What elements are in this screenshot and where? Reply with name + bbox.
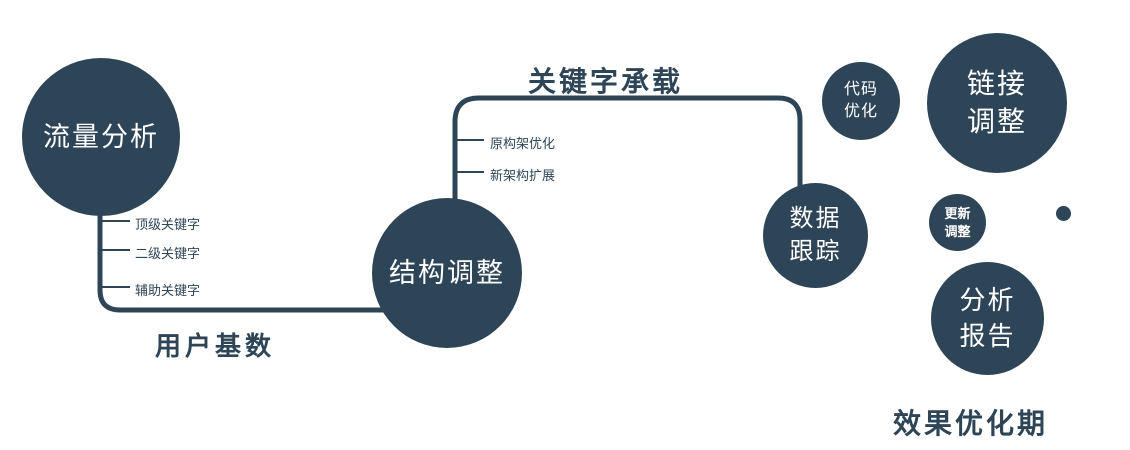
node-update-adjustment-line1: 更新: [944, 205, 971, 221]
edge-structure-tracking: [452, 95, 803, 212]
node-link-adjustment-line2: 调整: [966, 106, 1027, 137]
node-link-adjustment-line1: 链接: [966, 68, 1027, 100]
node-structure-adjustment-label: 结构调整: [389, 257, 505, 288]
node-update-adjustment-line2: 调整: [944, 223, 971, 239]
phase-label-effect-optimization: 效果优化期: [893, 408, 1049, 439]
edge-traffic-structure: [97, 190, 430, 313]
branch-label-auxiliary-keywords: 辅助关键字: [135, 283, 201, 298]
node-structure-adjustment: 结构调整: [372, 198, 522, 348]
edge-label-keyword-carry: 关键字承载: [528, 66, 684, 97]
node-update-adjustment: 更新 调整: [929, 194, 986, 251]
node-analysis-report-line1: 分析: [959, 285, 1016, 316]
node-analysis-report-line2: 报告: [959, 320, 1016, 351]
branch-label-original-architecture: 原构架优化: [490, 136, 556, 151]
node-code-optimization-line2: 优化: [843, 103, 878, 120]
branch-label-secondary-keywords: 二级关键字: [135, 246, 201, 261]
branch-label-top-keywords: 顶级关键字: [135, 217, 201, 232]
node-analysis-report: 分析 报告: [931, 262, 1044, 375]
node-code-optimization: 代码 优化: [822, 62, 900, 140]
bullet-dot: [1056, 206, 1071, 221]
node-code-optimization-line1: 代码: [843, 81, 878, 99]
edge-label-user-base: 用户基数: [155, 331, 276, 361]
branch-label-new-architecture: 新架构扩展: [490, 168, 556, 183]
node-traffic-analysis: 流量分析: [22, 58, 180, 216]
node-traffic-analysis-label: 流量分析: [43, 121, 159, 152]
node-link-adjustment: 链接 调整: [927, 33, 1067, 173]
node-data-tracking-line1: 数据: [789, 205, 842, 233]
node-data-tracking-line2: 跟踪: [789, 237, 842, 265]
node-data-tracking: 数据 跟踪: [763, 183, 868, 288]
